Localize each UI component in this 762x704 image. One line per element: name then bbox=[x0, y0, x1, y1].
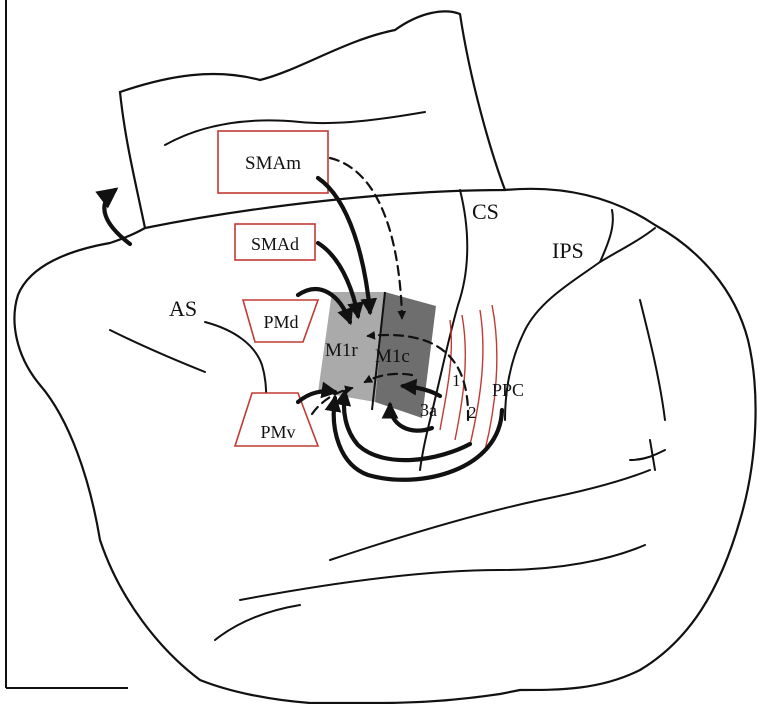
pmv-label: PMv bbox=[260, 422, 295, 442]
intraparietal-branch bbox=[600, 228, 655, 262]
smam-label: SMAm bbox=[245, 153, 301, 174]
area-1-label: 1 bbox=[452, 371, 461, 390]
pmd-label: PMd bbox=[263, 312, 298, 332]
ips-label: IPS bbox=[552, 238, 584, 263]
medial-left-edge bbox=[120, 92, 145, 228]
lunate-sulcus bbox=[640, 300, 665, 420]
intraparietal-branch-lower bbox=[600, 210, 613, 262]
brain-outline bbox=[14, 189, 755, 703]
as-label: AS bbox=[169, 296, 197, 321]
principal-sulcus bbox=[110, 330, 205, 372]
m1r-label: M1r bbox=[325, 340, 358, 361]
area-2-border bbox=[470, 310, 483, 445]
m1c-label: M1c bbox=[375, 346, 410, 367]
area-2-label: 2 bbox=[468, 403, 477, 422]
superior-temporal-sulcus bbox=[240, 545, 645, 600]
area-3a-label: 3a bbox=[420, 400, 437, 420]
occipital-sulcus bbox=[630, 440, 665, 470]
ppc-border bbox=[485, 305, 497, 450]
cs-label: CS bbox=[472, 199, 499, 224]
temporal-pole-line bbox=[215, 605, 300, 640]
ppc-label: PPC bbox=[492, 380, 524, 400]
lateral-fissure bbox=[330, 470, 650, 560]
smad-label: SMAd bbox=[251, 234, 299, 254]
